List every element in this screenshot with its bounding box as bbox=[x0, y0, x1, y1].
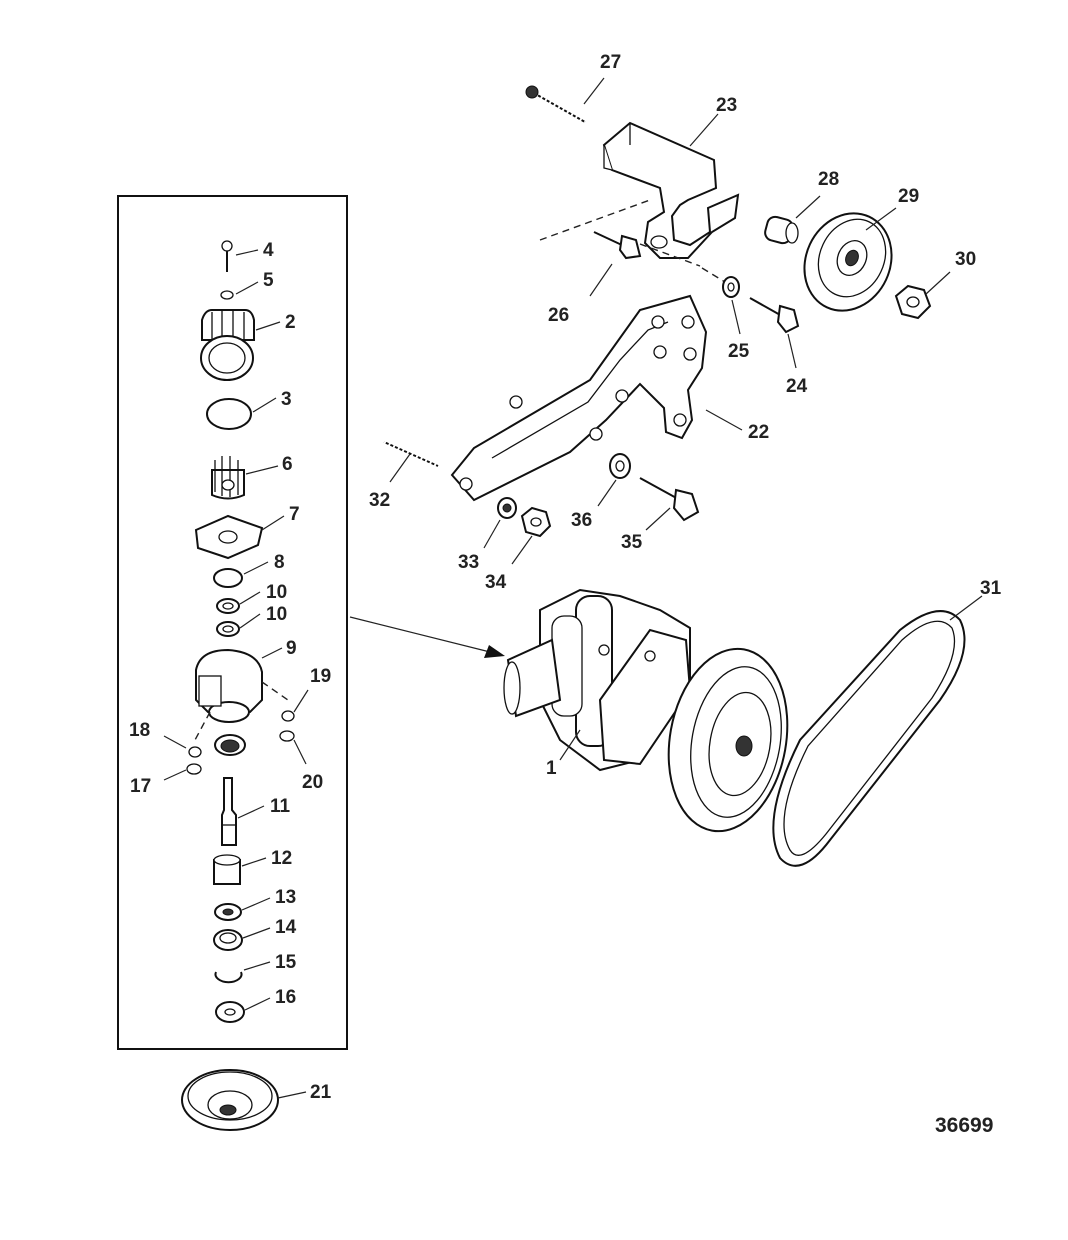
callout-numbers: 4 5 2 3 6 7 8 10 10 9 19 18 20 17 11 12 … bbox=[129, 52, 1002, 1103]
figure-reference-number: 36699 bbox=[935, 1114, 993, 1137]
part-20-nut[interactable] bbox=[279, 730, 295, 742]
callout-26: 26 bbox=[548, 305, 569, 326]
part-5-washer[interactable] bbox=[220, 290, 234, 300]
callout-10-upper: 10 bbox=[266, 582, 287, 603]
part-11-shaft[interactable] bbox=[221, 777, 237, 846]
callout-1: 1 bbox=[546, 758, 557, 779]
callout-2: 2 bbox=[285, 312, 296, 333]
callout-7: 7 bbox=[289, 504, 300, 525]
callout-28: 28 bbox=[818, 169, 839, 190]
part-14-seal[interactable] bbox=[213, 929, 243, 951]
part-35-bolt[interactable] bbox=[639, 477, 700, 522]
callout-34: 34 bbox=[485, 572, 507, 593]
callout-6: 6 bbox=[282, 454, 293, 475]
part-8-o-ring[interactable] bbox=[213, 568, 243, 588]
part-12-bushing[interactable] bbox=[213, 854, 241, 885]
callout-11: 11 bbox=[270, 796, 291, 817]
callout-33: 33 bbox=[458, 552, 479, 573]
part-31-drive-belt[interactable] bbox=[772, 610, 966, 867]
part-24-bolt[interactable] bbox=[749, 297, 800, 334]
callout-32: 32 bbox=[369, 490, 390, 511]
callout-16: 16 bbox=[275, 987, 296, 1008]
part-29-idler-pulley[interactable] bbox=[789, 199, 907, 325]
part-10-seal-upper[interactable] bbox=[216, 598, 240, 614]
part-21-pulley[interactable] bbox=[181, 1069, 279, 1131]
leader-lines bbox=[163, 77, 983, 1099]
part-17-nut[interactable] bbox=[186, 763, 202, 775]
callout-14: 14 bbox=[275, 917, 297, 938]
part-9-pump-body[interactable] bbox=[195, 648, 263, 723]
callout-21: 21 bbox=[310, 1082, 332, 1103]
callout-22: 22 bbox=[748, 422, 769, 443]
part-3-o-ring[interactable] bbox=[206, 398, 252, 430]
callout-4: 4 bbox=[263, 240, 274, 261]
part-1-sea-water-pump[interactable] bbox=[503, 588, 801, 841]
part-bearing[interactable] bbox=[214, 734, 246, 756]
callout-12: 12 bbox=[271, 848, 292, 869]
part-6-impeller[interactable] bbox=[211, 456, 245, 500]
callout-24: 24 bbox=[786, 376, 808, 397]
callout-5: 5 bbox=[263, 270, 274, 291]
callout-27: 27 bbox=[600, 52, 621, 73]
callout-31: 31 bbox=[980, 578, 1002, 599]
part-36-washer[interactable] bbox=[609, 453, 631, 479]
callout-13: 13 bbox=[275, 887, 296, 908]
callout-3: 3 bbox=[281, 389, 292, 410]
callout-17: 17 bbox=[130, 776, 151, 797]
part-34-nut[interactable] bbox=[520, 506, 552, 538]
callout-23: 23 bbox=[716, 95, 737, 116]
part-23-bracket[interactable] bbox=[602, 121, 740, 259]
part-26-bolt[interactable] bbox=[593, 231, 642, 260]
part-25-washer[interactable] bbox=[722, 276, 740, 298]
exploded-view-inset-box bbox=[117, 195, 348, 1050]
callout-19: 19 bbox=[310, 666, 331, 687]
callout-35: 35 bbox=[621, 532, 643, 553]
callout-10-lower: 10 bbox=[266, 604, 287, 625]
part-28-spacer[interactable] bbox=[763, 215, 799, 245]
part-32-stud[interactable] bbox=[383, 440, 439, 468]
callout-29: 29 bbox=[898, 186, 919, 207]
callout-9: 9 bbox=[286, 638, 297, 659]
callout-20: 20 bbox=[302, 772, 323, 793]
callout-25: 25 bbox=[728, 341, 750, 362]
callout-18: 18 bbox=[129, 720, 150, 741]
part-27-stud[interactable] bbox=[525, 85, 586, 124]
part-19-fitting[interactable] bbox=[281, 710, 295, 722]
part-4-screw[interactable] bbox=[221, 240, 233, 272]
part-33-washer[interactable] bbox=[497, 497, 517, 519]
part-18-fitting[interactable] bbox=[188, 746, 202, 758]
callout-15: 15 bbox=[275, 952, 297, 973]
part-16-nut[interactable] bbox=[215, 1001, 245, 1023]
assembly-arrow bbox=[349, 616, 505, 658]
part-15-snap-ring[interactable] bbox=[214, 971, 243, 984]
callout-30: 30 bbox=[955, 249, 976, 270]
part-10-seal-lower[interactable] bbox=[216, 621, 240, 637]
part-22-mounting-bracket[interactable] bbox=[450, 294, 708, 502]
part-13-washer[interactable] bbox=[214, 903, 242, 921]
part-7-wear-plate[interactable] bbox=[194, 514, 264, 560]
callout-8: 8 bbox=[274, 552, 285, 573]
callout-36: 36 bbox=[571, 510, 592, 531]
part-2-pump-cover[interactable] bbox=[200, 309, 255, 381]
part-30-nut[interactable] bbox=[894, 284, 932, 320]
